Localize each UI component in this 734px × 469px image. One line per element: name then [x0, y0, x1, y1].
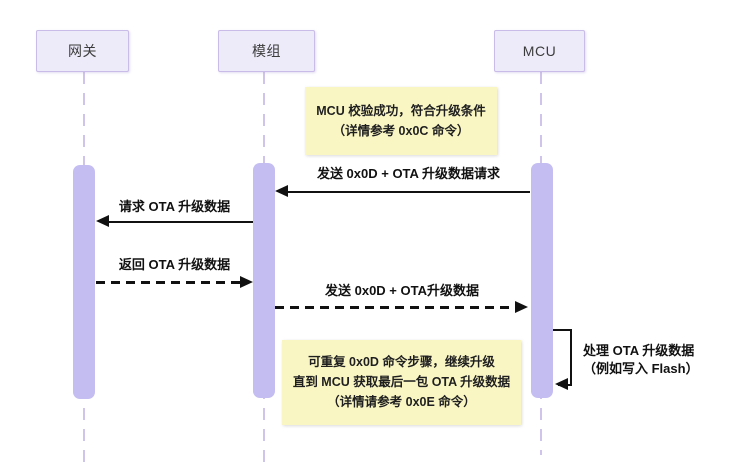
- actor-box-module: 模组: [218, 30, 315, 72]
- note-line: MCU 校验成功，符合升级条件: [316, 104, 486, 118]
- message-arrow-line: [108, 221, 253, 223]
- message-label-send-0x0d-data: 发送 0x0D + OTA升级数据: [325, 283, 479, 298]
- arrowhead-left-icon: [96, 215, 109, 227]
- message-arrow-line-dashed: [275, 306, 515, 309]
- note-line: （详情请参考 0x0E 命令）: [327, 395, 476, 409]
- message-label-return-ota-data: 返回 OTA 升级数据: [118, 257, 231, 272]
- note-mcu-verified: MCU 校验成功，符合升级条件 （详情参考 0x0C 命令）: [305, 87, 497, 155]
- self-message-label-line2: （例如写入 Flash）: [583, 361, 699, 376]
- actor-label-module: 模组: [252, 43, 281, 59]
- note-repeat-0x0d: 可重复 0x0D 命令步骤，继续升级 直到 MCU 获取最后一包 OTA 升级数…: [282, 340, 521, 425]
- activation-bar-gateway: [73, 165, 95, 399]
- note-line: 直到 MCU 获取最后一包 OTA 升级数据: [292, 375, 511, 389]
- actor-box-gateway: 网关: [36, 30, 129, 72]
- message-label-send-0x0d-request: 发送 0x0D + OTA 升级数据请求: [316, 166, 501, 181]
- self-message-label-line1: 处理 OTA 升级数据: [583, 343, 695, 358]
- activation-bar-module: [253, 163, 275, 398]
- arrowhead-left-icon: [555, 378, 568, 390]
- arrowhead-left-icon: [275, 185, 288, 197]
- self-message-vertical-line: [570, 329, 572, 386]
- actor-label-mcu: MCU: [522, 43, 557, 59]
- actor-box-mcu: MCU: [494, 30, 585, 72]
- note-line: （详情参考 0x0C 命令）: [332, 124, 470, 138]
- message-label-request-ota-data: 请求 OTA 升级数据: [118, 199, 231, 214]
- arrowhead-right-icon: [240, 276, 253, 288]
- activation-bar-mcu: [531, 163, 553, 398]
- self-message-top-line: [553, 329, 572, 331]
- arrowhead-right-icon: [515, 301, 528, 313]
- message-arrow-line-dashed: [96, 281, 240, 284]
- message-arrow-line: [287, 191, 530, 193]
- actor-label-gateway: 网关: [68, 43, 97, 59]
- note-line: 可重复 0x0D 命令步骤，继续升级: [308, 355, 495, 369]
